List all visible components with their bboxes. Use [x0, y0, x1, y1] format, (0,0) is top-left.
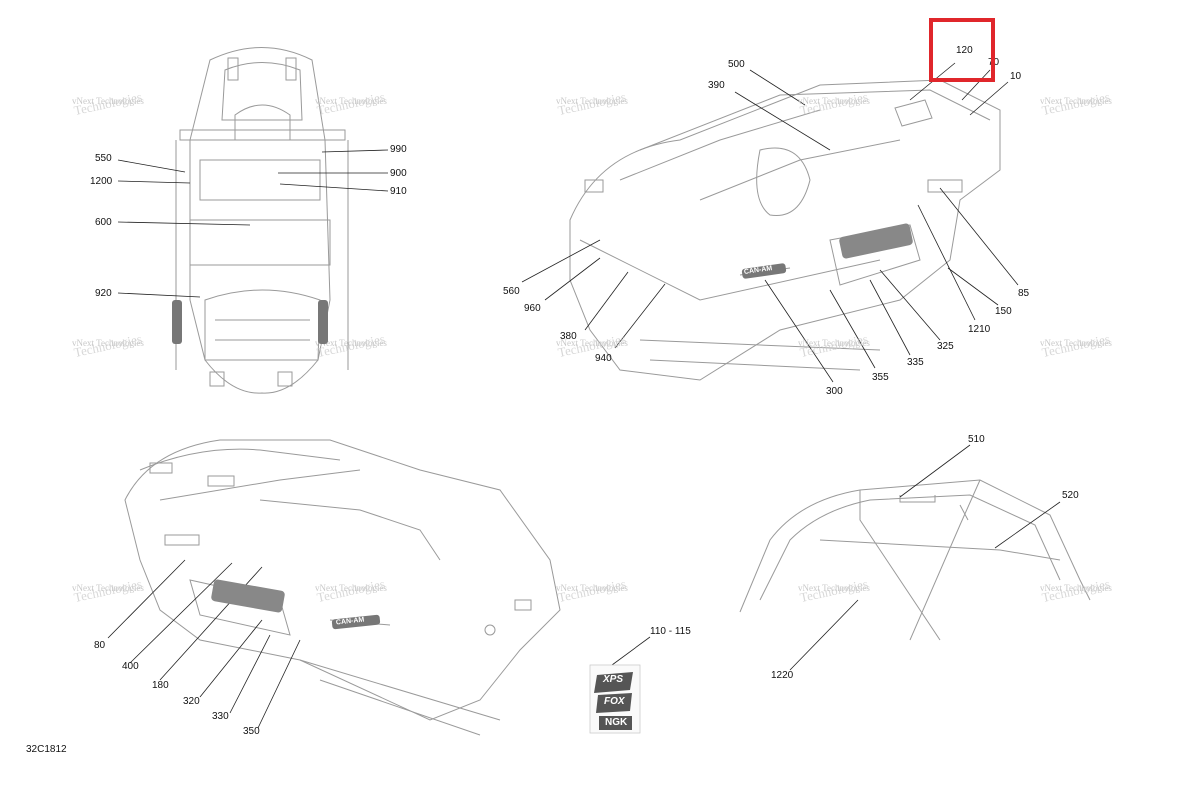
callout-920[interactable]: 920 [95, 288, 112, 299]
callout-10[interactable]: 10 [1010, 71, 1022, 82]
callout-600[interactable]: 600 [95, 217, 112, 228]
callout-900[interactable]: 900 [390, 168, 407, 179]
callout-1200[interactable]: 1200 [90, 176, 113, 187]
leader-lines [107, 62, 1061, 729]
callout-330[interactable]: 330 [212, 711, 229, 722]
callout-120[interactable]: 120 [956, 45, 973, 56]
callout-400[interactable]: 400 [122, 661, 139, 672]
callout-990[interactable]: 990 [390, 144, 407, 155]
callout-1220[interactable]: 1220 [771, 670, 794, 681]
side-view-vehicle-left [124, 439, 561, 736]
roll-cage [739, 479, 1091, 641]
callout-325[interactable]: 325 [937, 341, 954, 352]
callout-180[interactable]: 180 [152, 680, 169, 691]
callout-500[interactable]: 500 [728, 59, 745, 70]
callout-320[interactable]: 320 [183, 696, 200, 707]
callout-110-115[interactable]: 110 - 115 [650, 626, 691, 637]
callout-1210[interactable]: 1210 [968, 324, 991, 335]
decal-fox: FOX [604, 696, 625, 707]
callout-960[interactable]: 960 [524, 303, 541, 314]
callout-350[interactable]: 350 [243, 726, 260, 737]
callout-85[interactable]: 85 [1018, 288, 1030, 299]
callout-910[interactable]: 910 [390, 186, 407, 197]
decal-ngk: NGK [605, 717, 628, 728]
decal-canam-side [172, 223, 913, 630]
callout-335[interactable]: 335 [907, 357, 924, 368]
callout-80[interactable]: 80 [94, 640, 106, 651]
diagram-code: 32C1812 [26, 744, 67, 755]
callout-380[interactable]: 380 [560, 331, 577, 342]
highlight-box [929, 18, 995, 82]
callout-560[interactable]: 560 [503, 286, 520, 297]
callout-550[interactable]: 550 [95, 153, 112, 164]
callout-355[interactable]: 355 [872, 372, 889, 383]
callout-390[interactable]: 390 [708, 80, 725, 91]
callout-520[interactable]: 520 [1062, 490, 1079, 501]
callout-510[interactable]: 510 [968, 434, 985, 445]
callout-300[interactable]: 300 [826, 386, 843, 397]
callout-940[interactable]: 940 [595, 353, 612, 364]
decal-xps: XPS [603, 674, 624, 685]
decal-set-110-115 [589, 664, 641, 734]
callout-150[interactable]: 150 [995, 306, 1012, 317]
